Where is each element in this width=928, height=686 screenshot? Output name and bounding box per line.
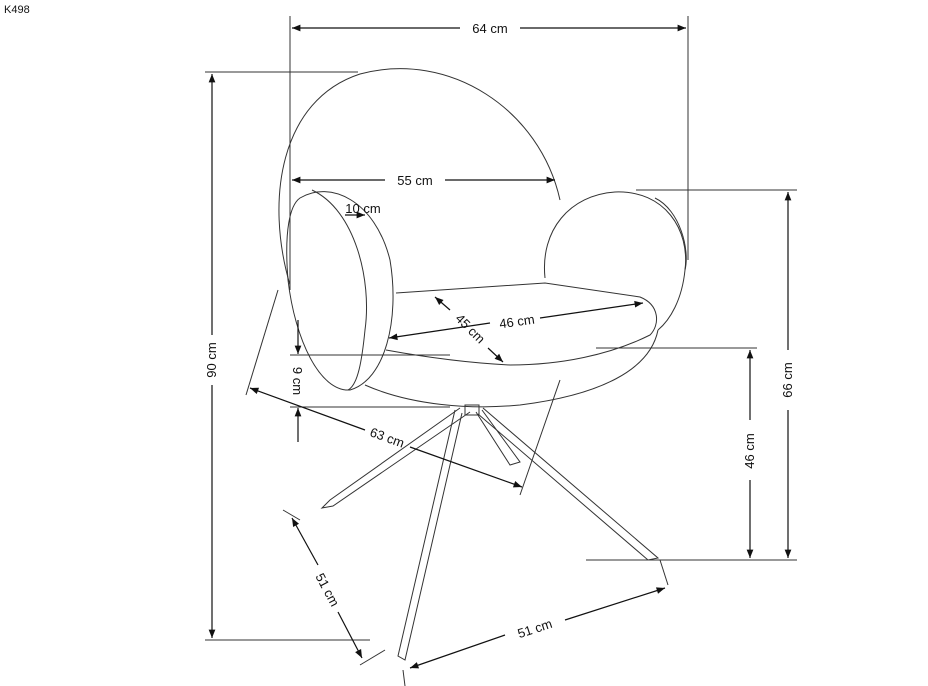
dimension-lines — [208, 24, 792, 669]
seat-base — [364, 329, 659, 408]
backrest — [278, 68, 561, 286]
chair-drawing — [278, 68, 687, 661]
label-seat-height: 46 cm — [742, 433, 757, 468]
label-armrest-width: 10 cm — [345, 201, 380, 216]
left-armrest — [286, 191, 394, 391]
label-overall-depth: 63 cm — [368, 424, 406, 450]
seat-top — [385, 282, 658, 366]
label-seat-depth: 45 cm — [453, 311, 489, 347]
label-armrest-height: 66 cm — [780, 362, 795, 397]
label-seat-width: 46 cm — [498, 312, 535, 332]
label-overall-width: 64 cm — [472, 21, 507, 36]
label-base-width: 51 cm — [516, 616, 554, 641]
label-inner-width: 55 cm — [397, 173, 432, 188]
label-seat-thickness: 9 cm — [290, 367, 305, 395]
right-armrest — [543, 191, 687, 331]
extension-lines — [205, 16, 797, 686]
swivel-base — [320, 404, 660, 661]
label-base-depth: 51 cm — [313, 571, 343, 609]
product-code: K498 — [4, 4, 30, 16]
label-overall-height: 90 cm — [204, 342, 219, 377]
